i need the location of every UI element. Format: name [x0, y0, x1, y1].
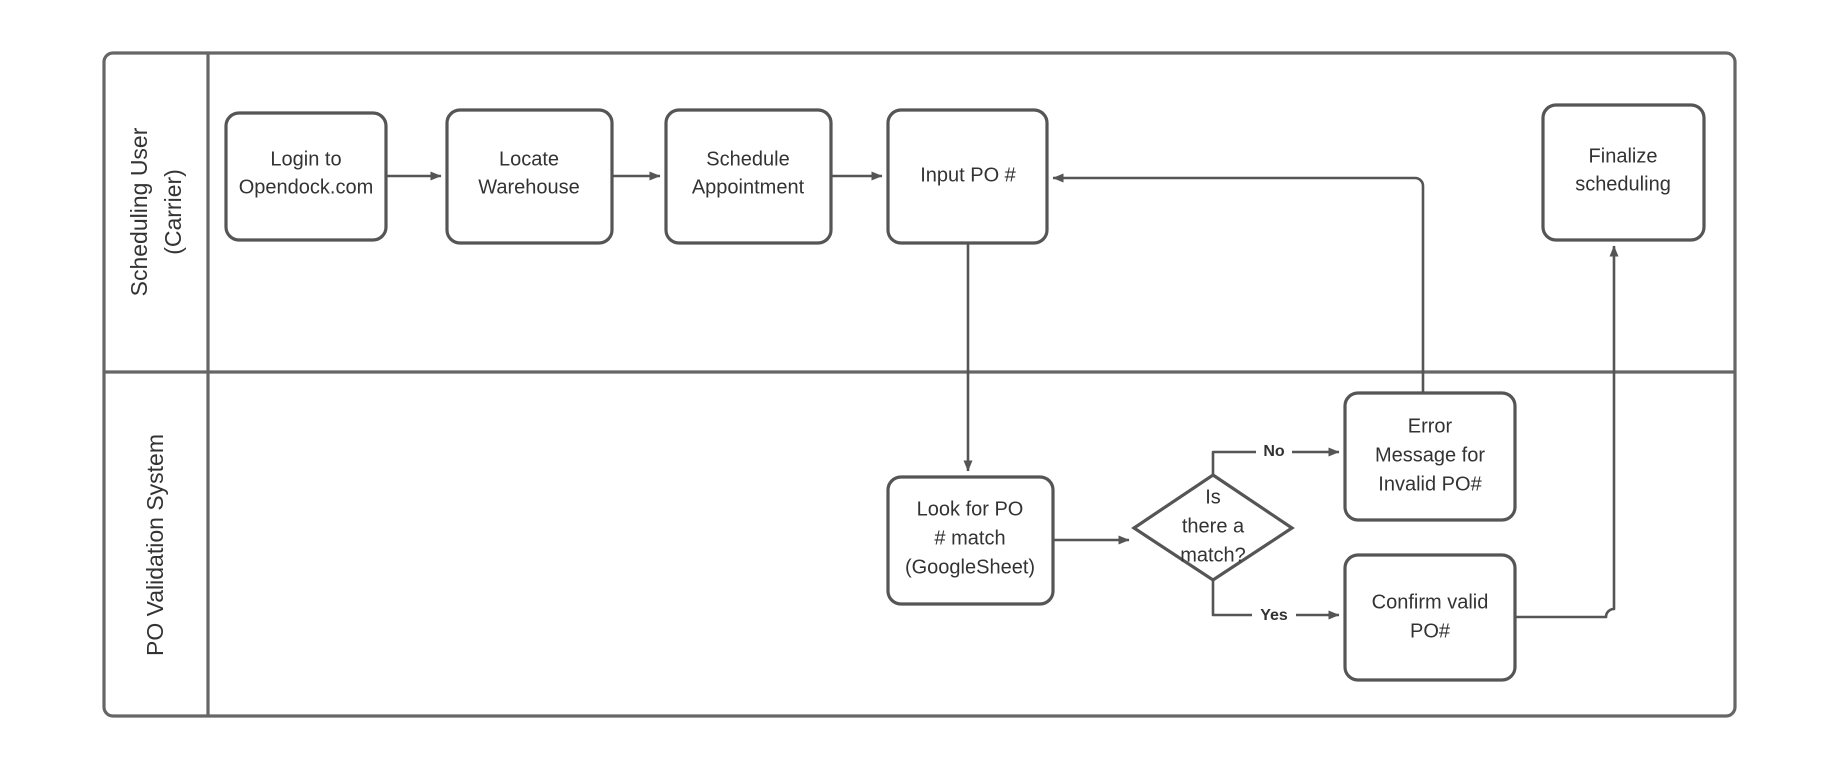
lane-label-scheduling-user-line1: Scheduling User	[126, 127, 152, 296]
edge-label-yes: Yes	[1260, 607, 1288, 624]
node-login-shape[interactable]	[224, 111, 388, 242]
node-locate-warehouse[interactable]: Locate Warehouse	[445, 108, 614, 245]
lane-label-scheduling-user-line2: (Carrier)	[160, 169, 186, 255]
node-locate-warehouse-shape[interactable]	[445, 108, 614, 245]
lane-label-po-validation-system: PO Validation System	[142, 434, 168, 656]
node-schedule-appointment[interactable]: Schedule Appointment	[664, 108, 833, 245]
node-error-message[interactable]: Error Message for Invalid PO#	[1343, 391, 1517, 522]
node-login-line1: Login to	[270, 148, 341, 170]
node-confirm-valid-po-line1: Confirm valid	[1372, 591, 1489, 613]
node-look-for-po-match[interactable]: Look for PO # match (GoogleSheet)	[886, 475, 1055, 606]
edge-label-no-backdrop	[1256, 441, 1292, 463]
node-locate-warehouse-line2: Warehouse	[478, 176, 580, 198]
edge-label-yes-backdrop	[1252, 604, 1296, 626]
node-schedule-appointment-line2: Appointment	[692, 176, 805, 198]
edge-confirm-valid-po-to-finalize-scheduling	[1515, 245, 1619, 619]
node-is-there-a-match-shape[interactable]	[1131, 473, 1295, 582]
lane-label-scheduling-user: Scheduling User (Carrier)	[126, 127, 186, 296]
node-schedule-appointment-line1: Schedule	[706, 148, 789, 170]
node-look-for-po-match-line3: (GoogleSheet)	[905, 556, 1035, 578]
node-error-message-shape[interactable]	[1343, 391, 1517, 522]
edges-group	[386, 171, 1619, 620]
node-login-line2: Opendock.com	[239, 176, 374, 198]
node-look-for-po-match-shape[interactable]	[886, 475, 1055, 606]
node-finalize-scheduling-shape[interactable]	[1541, 103, 1706, 242]
node-is-there-a-match-line2: there a	[1182, 515, 1245, 537]
node-finalize-scheduling[interactable]: Finalize scheduling	[1541, 103, 1706, 242]
swimlane-frame	[102, 51, 1737, 718]
node-is-there-a-match-line1: Is	[1205, 486, 1221, 508]
lane-label-po-validation-system-line1: PO Validation System	[142, 434, 168, 656]
node-login[interactable]: Login to Opendock.com	[224, 111, 388, 242]
node-finalize-scheduling-line2: scheduling	[1575, 173, 1671, 195]
node-look-for-po-match-line2: # match	[934, 527, 1005, 549]
node-look-for-po-match-line1: Look for PO	[917, 498, 1024, 520]
node-confirm-valid-po[interactable]: Confirm valid PO#	[1343, 553, 1517, 682]
edge-decision-no-to-error-message	[1211, 447, 1340, 475]
node-error-message-line1: Error	[1408, 415, 1453, 437]
node-error-message-line2: Message for	[1375, 444, 1485, 466]
node-is-there-a-match-line3: match?	[1180, 544, 1246, 566]
edge-labels-group: No Yes	[1252, 441, 1296, 626]
node-is-there-a-match[interactable]: Is there a match?	[1131, 473, 1295, 582]
edge-label-no: No	[1263, 443, 1285, 460]
node-confirm-valid-po-shape[interactable]	[1343, 553, 1517, 682]
node-confirm-valid-po-line2: PO#	[1410, 620, 1451, 642]
node-schedule-appointment-shape[interactable]	[664, 108, 833, 245]
node-input-po[interactable]: Input PO #	[886, 108, 1049, 245]
swimlane-outer-border	[102, 51, 1737, 718]
node-input-po-shape[interactable]	[886, 108, 1049, 245]
edge-error-message-to-input-po	[1052, 173, 1425, 393]
node-error-message-line3: Invalid PO#	[1378, 473, 1482, 495]
edge-decision-yes-to-confirm-valid-po	[1211, 580, 1340, 620]
node-locate-warehouse-line1: Locate	[499, 148, 559, 170]
node-input-po-line1: Input PO #	[920, 164, 1016, 186]
node-finalize-scheduling-line1: Finalize	[1589, 145, 1658, 167]
